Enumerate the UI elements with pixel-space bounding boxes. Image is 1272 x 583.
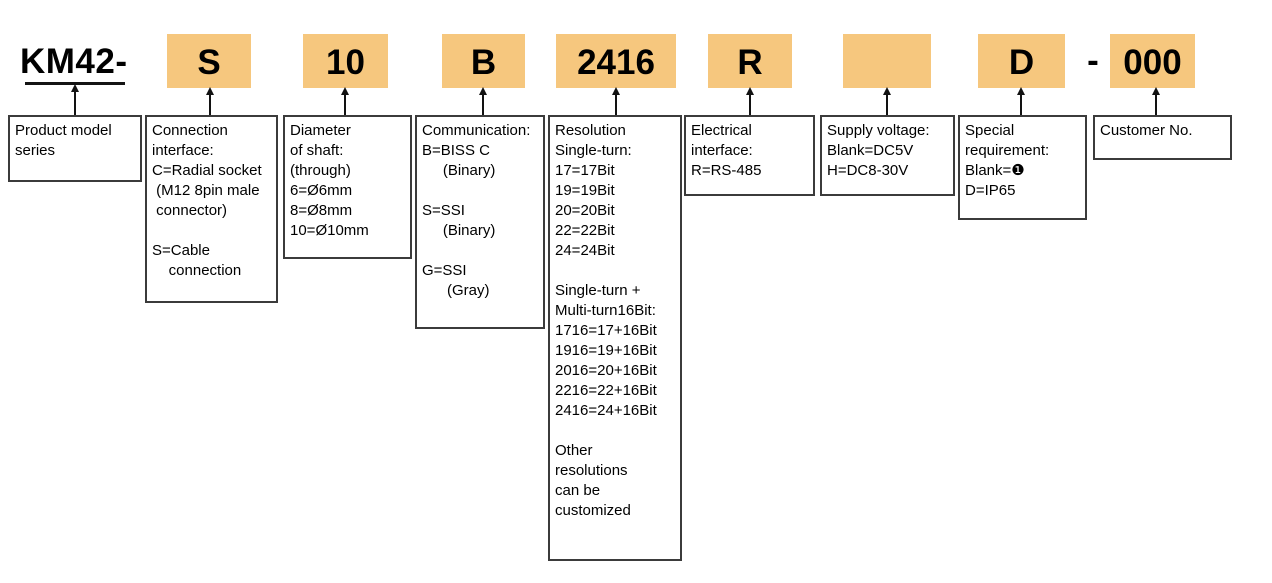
- desc-product-model-series: Product model series: [8, 115, 142, 182]
- desc-connection-interface: Connection interface: C=Radial socket (M…: [145, 115, 278, 303]
- arrow-shaft: [74, 91, 76, 115]
- desc-customer-no: Customer No.: [1093, 115, 1232, 160]
- arrowhead-icon: [1151, 87, 1160, 95]
- arrowhead-icon: [611, 87, 620, 95]
- code-box-connection-interface: S: [167, 34, 251, 88]
- arrow-shaft: [749, 94, 751, 115]
- arrow-shaft: [886, 94, 888, 115]
- desc-supply-voltage: Supply voltage: Blank=DC5V H=DC8-30V: [820, 115, 955, 196]
- arrow-shaft: [1020, 94, 1022, 115]
- arrowhead-icon: [478, 87, 487, 95]
- arrowhead-icon: [882, 87, 891, 95]
- code-box-customer-no: 000: [1110, 34, 1195, 88]
- arrow-shaft: [1155, 94, 1157, 115]
- arrowhead-icon: [1016, 87, 1025, 95]
- desc-electrical-interface: Electrical interface: R=RS-485: [684, 115, 815, 196]
- separator-dash: -: [1087, 41, 1099, 80]
- arrowhead-icon: [745, 87, 754, 95]
- arrow-shaft: [615, 94, 617, 115]
- arrowhead-icon: [205, 87, 214, 95]
- model-underline: [25, 82, 125, 85]
- desc-communication: Communication: B=BISS C (Binary) S=SSI (…: [415, 115, 545, 329]
- code-box-supply-voltage: [843, 34, 931, 88]
- code-box-shaft-diameter: 10: [303, 34, 388, 88]
- arrow-shaft: [482, 94, 484, 115]
- code-box-special-requirement: D: [978, 34, 1065, 88]
- desc-resolution: Resolution Single-turn: 17=17Bit 19=19Bi…: [548, 115, 682, 561]
- code-box-communication: B: [442, 34, 525, 88]
- arrowhead-icon: [340, 87, 349, 95]
- arrow-shaft: [209, 94, 211, 115]
- desc-shaft-diameter: Diameter of shaft: (through) 6=Ø6mm 8=Ø8…: [283, 115, 412, 259]
- desc-special-requirement: Special requirement: Blank=❶ D=IP65: [958, 115, 1087, 220]
- code-box-resolution: 2416: [556, 34, 676, 88]
- code-box-electrical-interface: R: [708, 34, 792, 88]
- arrowhead-icon: [70, 84, 79, 92]
- model-prefix: KM42-: [20, 42, 128, 81]
- arrow-shaft: [344, 94, 346, 115]
